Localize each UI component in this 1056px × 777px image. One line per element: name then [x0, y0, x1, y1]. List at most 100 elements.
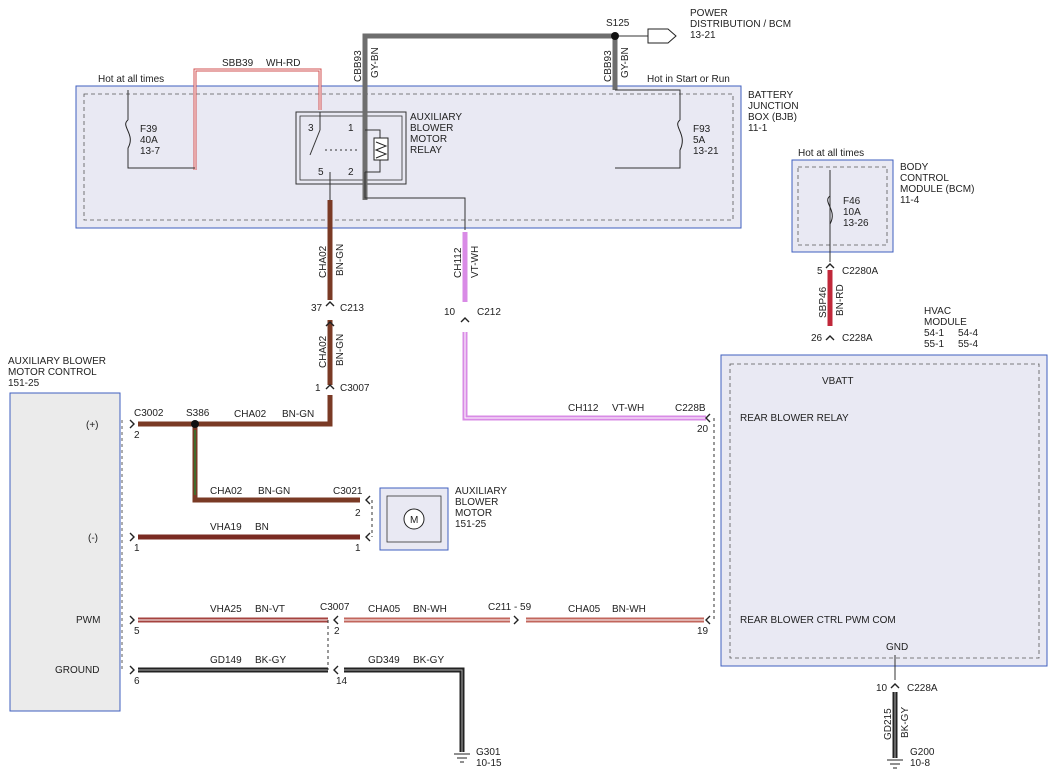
label-pin1-motor: 1	[355, 543, 361, 554]
label-c3002: C3002	[134, 408, 164, 419]
label-pin1-minus: 1	[134, 543, 140, 554]
label-sbp46: SBP46	[818, 286, 829, 318]
label-gybn-a: GY-BN	[370, 47, 381, 78]
label-bcm2: CONTROL	[900, 173, 949, 184]
label-cbb93-b: CBB93	[603, 50, 614, 82]
label-bjb-ref: 11-1	[748, 123, 768, 134]
blower-motor-control-box	[9, 392, 123, 712]
label-vtwh-b: VT-WH	[612, 403, 644, 414]
label-pwm: PWM	[76, 615, 100, 626]
label-gd349: GD349	[368, 655, 400, 666]
label-rear-pwm: REAR BLOWER CTRL PWM COM	[740, 615, 896, 626]
body-control-module-box	[791, 159, 894, 253]
hvac-module-box	[720, 354, 1048, 667]
label-pin14: 14	[336, 676, 348, 687]
label-gnd: GND	[886, 642, 908, 653]
label-hvac-r1a: 54-1	[924, 328, 944, 339]
label-power-dist: POWER	[690, 8, 728, 19]
label-bnrd: BN-RD	[835, 284, 846, 316]
label-ground: GROUND	[55, 665, 99, 676]
fuse-f93-icon	[677, 119, 683, 151]
label-f46-ref: 13-26	[843, 218, 869, 229]
relay-coil	[373, 137, 389, 161]
wire-cha02-relay	[138, 200, 360, 503]
label-g301: G301	[476, 747, 501, 758]
label-bnvt: BN-VT	[255, 604, 285, 615]
label-f39: F39	[140, 124, 158, 135]
label-vbatt: VBATT	[822, 376, 853, 387]
connector-marks	[129, 263, 900, 689]
label-c228b: C228B	[675, 403, 706, 414]
label-f39-amp: 40A	[140, 135, 158, 146]
label-pin19: 19	[697, 626, 709, 637]
label-c3021: C3021	[333, 486, 363, 497]
label-motor-ref: 151-25	[455, 519, 487, 530]
label-hvac-r2b: 55-4	[958, 339, 978, 350]
label-bnwh-a: BN-WH	[413, 604, 447, 615]
label-bjb2: JUNCTION	[748, 101, 799, 112]
label-cha05-b: CHA05	[568, 604, 601, 615]
label-bnwh-b: BN-WH	[612, 604, 646, 615]
label-pin3: 3	[308, 123, 314, 134]
label-rear-relay: REAR BLOWER RELAY	[740, 413, 849, 424]
label-s386: S386	[186, 408, 210, 419]
label-whrd: WH-RD	[266, 58, 300, 69]
label-bcm3: MODULE (BCM)	[900, 184, 974, 195]
label-pin5-c2280a: 5	[817, 266, 823, 277]
ground-g301-icon	[454, 753, 470, 763]
label-g200-ref: 10-8	[910, 758, 930, 769]
label-c3007-mid: C3007	[320, 602, 350, 613]
label-pin6: 6	[134, 676, 140, 687]
label-c213: C213	[340, 303, 364, 314]
label-cha02-c: CHA02	[234, 409, 267, 420]
wire-ch112	[462, 232, 706, 421]
wire-cbb93	[362, 33, 681, 200]
fuse-f39-icon	[125, 119, 131, 149]
label-bcm-ref: 11-4	[900, 195, 920, 206]
label-hvac-r2a: 55-1	[924, 339, 944, 350]
label-relay2: BLOWER	[410, 123, 453, 134]
label-c228a-bot: C228A	[907, 683, 938, 694]
label-bkgy-a: BK-GY	[255, 655, 286, 666]
label-bjb3: BOX (BJB)	[748, 112, 797, 123]
label-c228a-top: C228A	[842, 333, 873, 344]
label-pin26: 26	[811, 333, 823, 344]
label-sbb39: SBB39	[222, 58, 254, 69]
label-plus: (+)	[86, 420, 99, 431]
label-hvac-r1b: 54-4	[958, 328, 978, 339]
splice-s125	[611, 32, 619, 40]
label-f93-ref: 13-21	[693, 146, 719, 157]
label-bkgy-b: BK-GY	[413, 655, 444, 666]
label-abmc1: AUXILIARY BLOWER	[8, 356, 106, 367]
label-gd215: GD215	[883, 708, 894, 740]
label-pin1-c3007: 1	[315, 383, 321, 394]
label-gybn-b: GY-BN	[620, 47, 631, 78]
label-motor3: MOTOR	[455, 508, 492, 519]
label-motor1: AUXILIARY	[455, 486, 507, 497]
label-abmc-ref: 151-25	[8, 378, 40, 389]
label-pin37: 37	[311, 303, 323, 314]
label-motor2: BLOWER	[455, 497, 498, 508]
battery-junction-box	[75, 85, 742, 229]
label-bn: BN	[255, 522, 269, 533]
wire-sbb39	[127, 68, 322, 170]
label-relay4: RELAY	[410, 145, 442, 156]
label-ch112-a: CH112	[453, 247, 464, 278]
label-pin2: 2	[348, 167, 354, 178]
label-g200: G200	[910, 747, 935, 758]
label-c211: C211 - 59	[488, 602, 532, 613]
wire-ground	[138, 418, 898, 758]
label-vtwh-a: VT-WH	[470, 246, 481, 278]
label-cbb93-a: CBB93	[353, 50, 364, 82]
label-hvac2: MODULE	[924, 317, 967, 328]
power-distribution-arrow	[647, 28, 677, 44]
ground-g200-icon	[887, 759, 903, 769]
label-f39-ref: 13-7	[140, 146, 160, 157]
label-pin2-c3021: 2	[355, 508, 361, 519]
label-vha25: VHA25	[210, 604, 242, 615]
label-c2280a: C2280A	[842, 266, 878, 277]
relay-coil-zigzag	[374, 141, 388, 159]
label-hot-start: Hot in Start or Run	[647, 74, 730, 85]
label-ch112-b: CH112	[568, 403, 599, 414]
label-hot-bcm: Hot at all times	[798, 148, 864, 159]
